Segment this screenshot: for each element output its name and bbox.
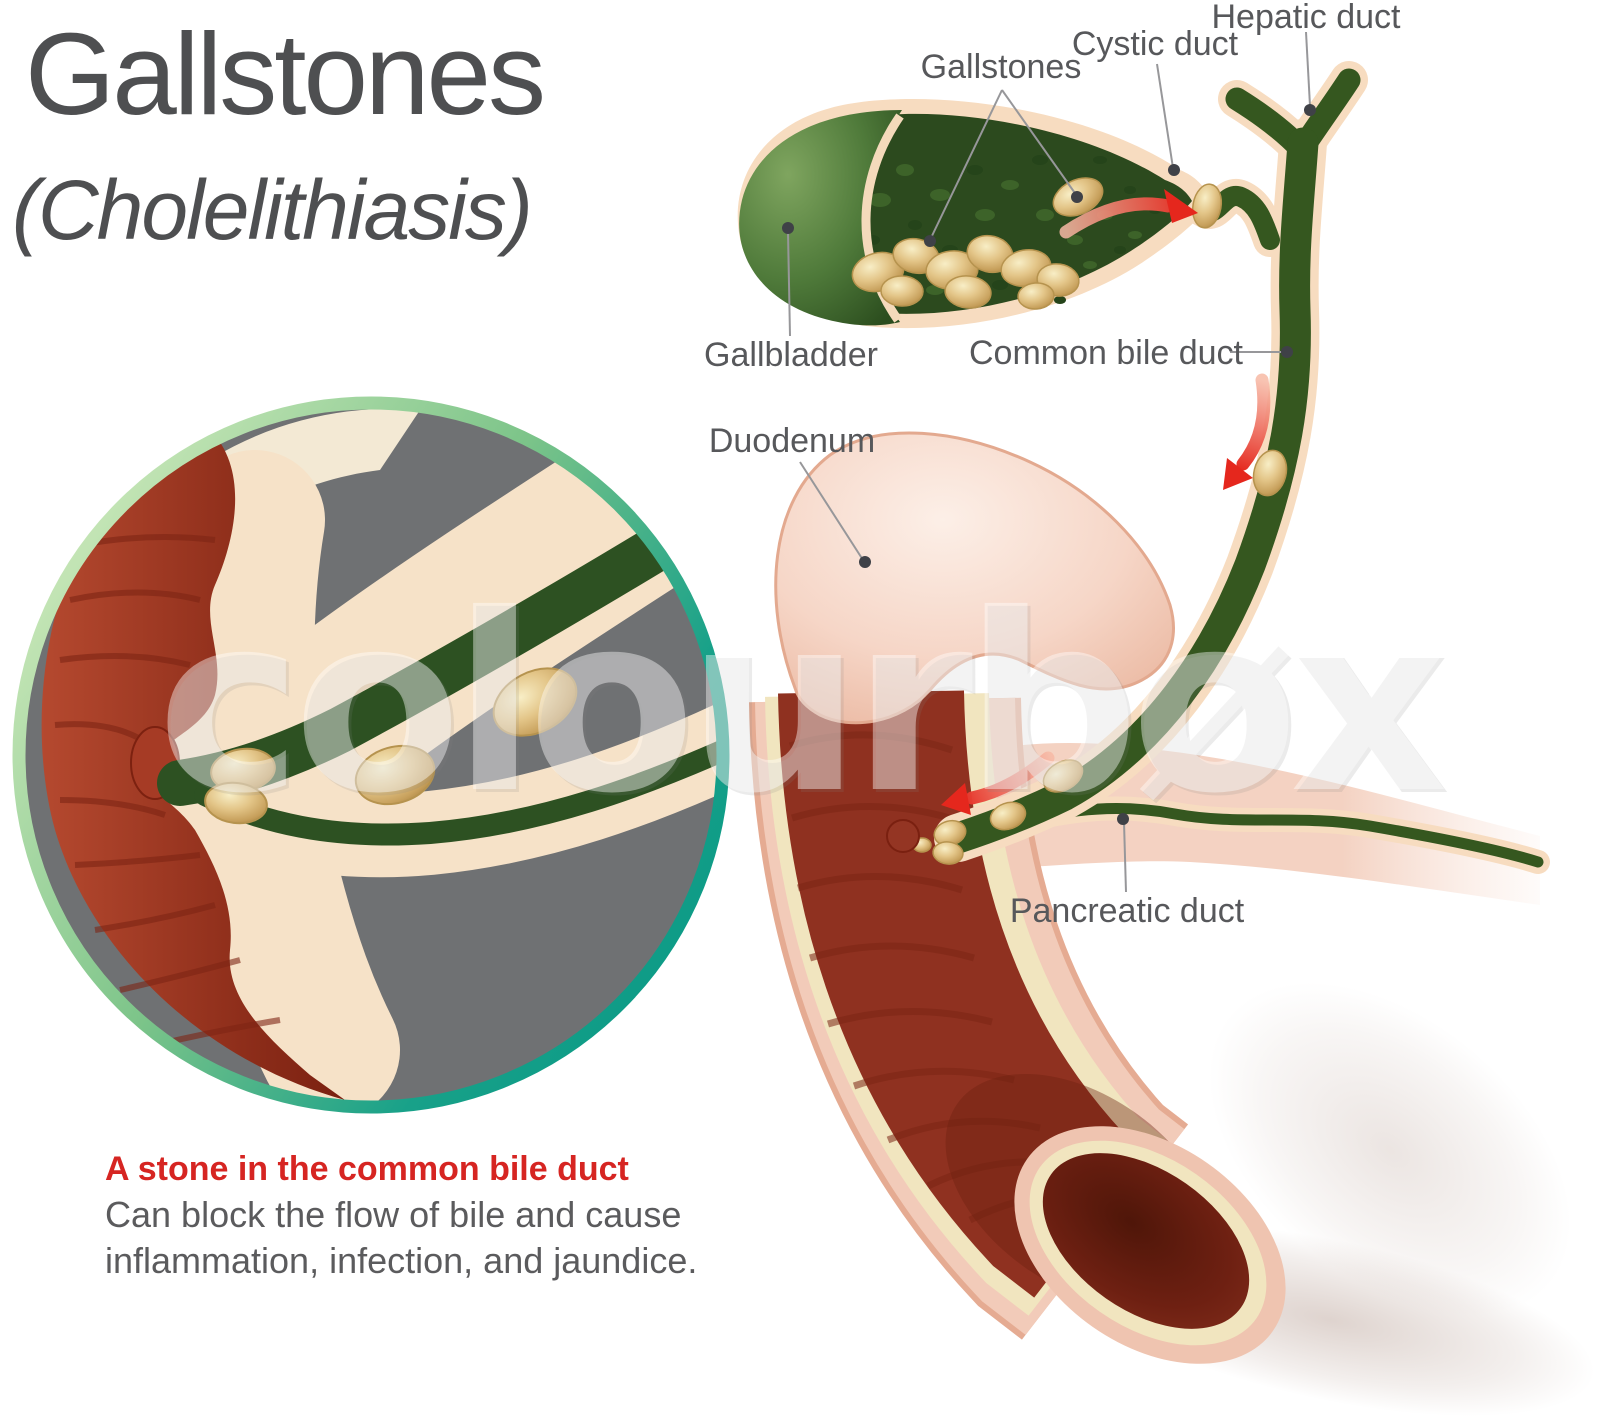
label-gallbladder: Gallbladder	[704, 336, 878, 374]
caption-line-2: inflammation, infection, and jaundice.	[105, 1240, 698, 1281]
duodenum-ridges	[788, 731, 1105, 1224]
label-hepatic-duct: Hepatic duct	[1211, 0, 1401, 36]
leader-dots	[782, 104, 1316, 825]
page-subtitle: (Cholelithiasis)	[12, 163, 533, 257]
label-common-bile-duct: Common bile duct	[968, 334, 1244, 372]
bile-flow-arrows	[941, 189, 1271, 815]
label-gallstones: Gallstones	[920, 48, 1082, 86]
flow-arrow-down-common-bile-duct	[1223, 373, 1271, 490]
duodenal-bulb	[774, 431, 1175, 725]
gallstones-cluster	[851, 234, 1080, 310]
label-duodenum: Duodenum	[708, 422, 876, 460]
major-papilla	[886, 819, 920, 853]
inset-pancreatic-duct	[194, 731, 717, 846]
leader-lines	[787, 31, 1311, 893]
magnifier-inset	[12, 396, 730, 1114]
caption-heading: A stone in the common bile duct	[105, 1150, 629, 1188]
inset-stones	[204, 667, 578, 825]
duct-gallstones	[912, 177, 1288, 865]
flow-arrow-gallbladder-to-cystic	[1059, 189, 1198, 239]
flow-arrow-into-duodenum	[941, 751, 1055, 815]
duodenum-shape	[749, 431, 1286, 1364]
page-title: Gallstones	[25, 9, 546, 139]
label-cystic-duct: Cystic duct	[1071, 25, 1239, 63]
gallbladder-illustration	[737, 98, 1212, 329]
bile-duct-tree	[934, 61, 1368, 862]
label-pancreatic-duct: Pancreatic duct	[1009, 892, 1245, 930]
caption-line-1: Can block the flow of bile and cause	[105, 1194, 682, 1235]
inset-border-ring	[12, 396, 730, 1114]
caption-body: Can block the flow of bile and cause inf…	[105, 1192, 697, 1284]
common-bile-duct-shape	[942, 127, 1319, 854]
duodenum-open-end	[1014, 1126, 1286, 1364]
